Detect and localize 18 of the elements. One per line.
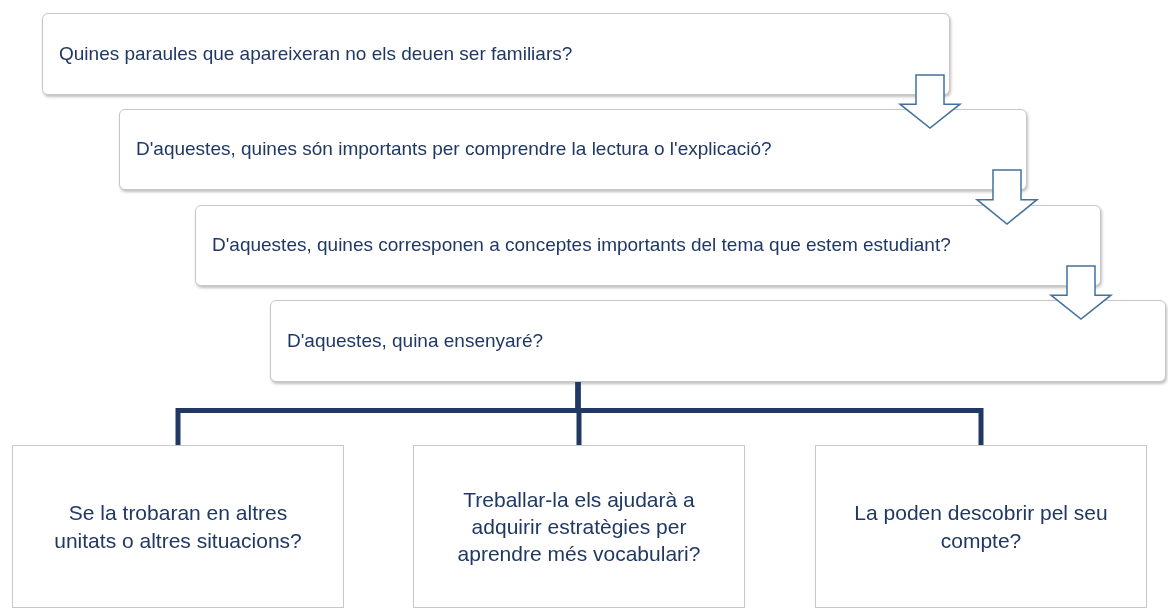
question-box [815,445,1147,608]
question-text: D'aquestes, quines són importants per comprendre la lectura o l'explicació? [136,137,773,162]
step-box [270,300,1166,382]
question-text: Treballar-la els ajudarà a adquirir estratègies per aprendre més vocabulari? [456,486,702,568]
connector-line [575,382,984,445]
step-box [119,109,1027,190]
block-arrow [974,169,1040,225]
question-text: D'aquestes, quina ensenyaré? [287,328,545,353]
question-text: La poden descobrir pel seu compte? [853,500,1109,554]
block-arrow [897,74,963,129]
question-box [413,445,745,608]
step-box [195,205,1101,286]
question-text: D'aquestes, quines corresponen a conceptes importants del tema que estem estudiant? [212,233,952,258]
step-box [42,13,950,95]
block-arrow [1048,265,1114,320]
question-text: Se la trobaran en altres unitats o altres situacions? [53,500,303,554]
question-text: Quines paraules que apareixeran no els deuen ser familiars? [59,41,574,66]
question-box [12,445,344,608]
